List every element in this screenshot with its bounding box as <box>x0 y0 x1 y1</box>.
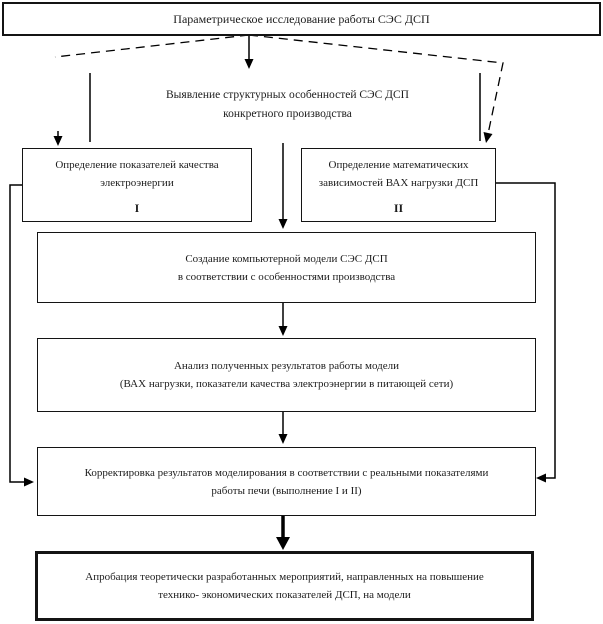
model-line2: в соответствии с особенностями производс… <box>177 270 396 283</box>
model-line1: Создание компьютерной модели СЭС ДСП <box>185 252 388 265</box>
arrowhead-to-quality-box <box>53 131 63 146</box>
quality-box: Определение показателей качества электро… <box>22 148 252 222</box>
correction-line1: Корректировка результатов моделирования … <box>84 466 489 479</box>
title-box: Параметрическое исследование работы СЭС … <box>2 2 601 36</box>
title-text: Параметрическое исследование работы СЭС … <box>173 12 430 26</box>
final-line1: Апробация теоретически разработанных мер… <box>85 571 484 583</box>
math-line1: Определение математических <box>328 159 469 171</box>
model-box: Создание компьютерной модели СЭС ДСП в с… <box>37 232 536 303</box>
final-line2: технико- экономических показателей ДСП, … <box>158 589 411 601</box>
math-line2: зависимостей ВАХ нагрузки ДСП <box>318 177 479 189</box>
quality-roman-label: I <box>134 201 140 215</box>
correction-line2: работы печи (выполнение I и II) <box>211 484 362 497</box>
dashed-line-right <box>248 34 504 143</box>
math-roman-label: II <box>393 201 404 215</box>
arrow-title-to-identify <box>244 34 254 69</box>
final-box: Апробация теоретически разработанных мер… <box>35 551 534 621</box>
analysis-line1: Анализ полученных результатов работы мод… <box>173 360 399 372</box>
math-box: Определение математических зависимостей … <box>301 148 496 222</box>
analysis-box: Анализ полученных результатов работы мод… <box>37 338 536 412</box>
correction-box: Корректировка результатов моделирования … <box>37 447 536 516</box>
identify-line2: конкретного производства <box>223 108 352 120</box>
feedback-line-left <box>9 184 34 487</box>
identify-block: Выявление структурных особенностей СЭС Д… <box>100 85 475 125</box>
dashed-line-left <box>54 34 250 58</box>
feedback-line-right <box>496 182 556 483</box>
arrow-analysis-to-correction <box>278 412 288 444</box>
arrow-correction-to-final <box>276 516 290 550</box>
arrow-identify-to-model <box>278 143 288 229</box>
quality-line1: Определение показателей качества <box>55 159 219 171</box>
arrow-model-to-analysis <box>278 303 288 336</box>
analysis-line2: (ВАХ нагрузки, показатели качества элект… <box>119 378 454 390</box>
quality-line2: электроэнергии <box>100 177 174 189</box>
identify-line1: Выявление структурных особенностей СЭС Д… <box>166 89 409 101</box>
